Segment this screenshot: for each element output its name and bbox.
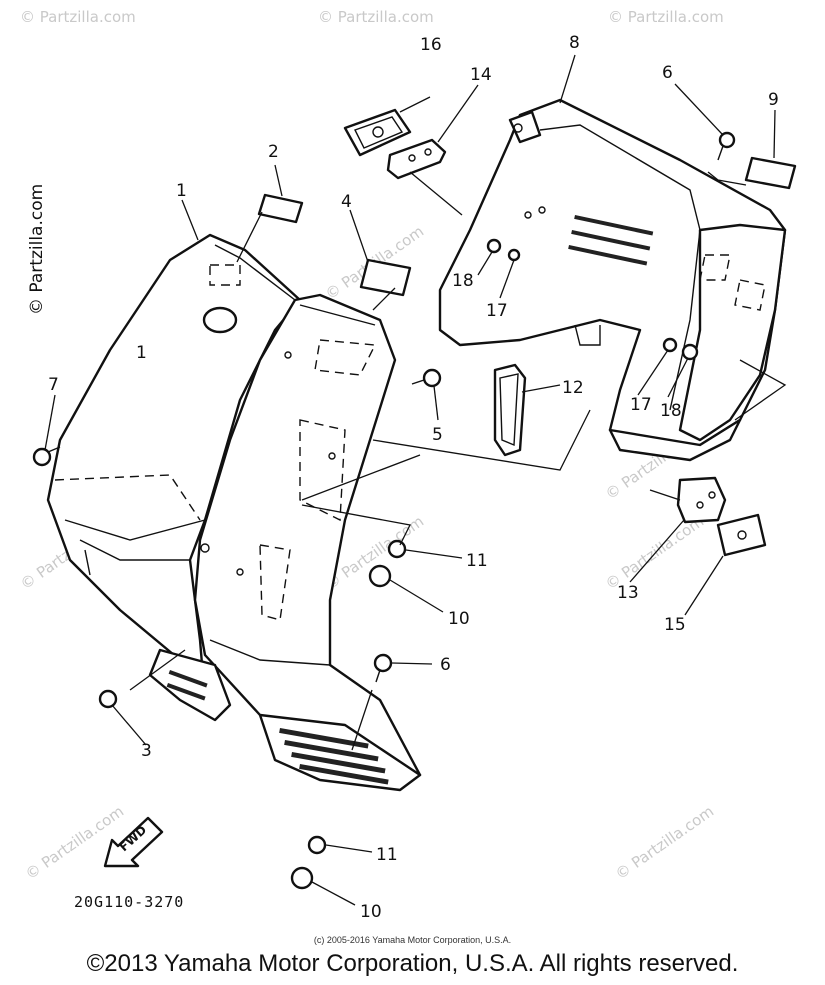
part-label: 6: [662, 63, 673, 83]
part-label: 10: [360, 902, 382, 922]
part-label: 18: [452, 271, 474, 291]
plate-part-15: [716, 513, 767, 557]
plate-part-16: [343, 108, 412, 157]
part-label: 17: [486, 301, 508, 321]
nut-part-10-bottom: [290, 866, 314, 890]
part-label: 12: [562, 378, 584, 398]
part-label: 13: [617, 583, 639, 603]
bracket-part-13: [676, 476, 727, 524]
bolt-part-7: [32, 446, 61, 467]
part-numbers: 1 1 2 3 4 5 6 6 7 8 9 10 10 11 11 12 13 …: [48, 33, 779, 922]
watermark: © Partzilla.com: [318, 8, 434, 26]
part-label: 11: [376, 845, 398, 865]
part-label: 18: [660, 401, 682, 421]
bracket-part-14: [386, 138, 447, 180]
rear-cover: [438, 98, 787, 462]
watermark: © Partzilla.com: [602, 512, 707, 593]
part-label: 5: [432, 425, 443, 445]
watermark: © Partzilla.com: [20, 8, 136, 26]
collar-part-3: [98, 689, 118, 709]
label-part-4: [359, 258, 412, 297]
part-label: 11: [466, 551, 488, 571]
watermark: © Partzilla.com: [608, 8, 724, 26]
part-label: 4: [341, 192, 352, 212]
washer-part-11-bottom: [307, 835, 327, 855]
part-label: 15: [664, 615, 686, 635]
part-label: 1: [136, 343, 147, 363]
part-label: 6: [440, 655, 451, 675]
part-label: 3: [141, 741, 152, 761]
leader-lines: [44, 54, 787, 906]
diagram-code: 20G110-3270: [74, 893, 184, 911]
part-label: 9: [768, 90, 779, 110]
bolt-part-5: [411, 368, 442, 388]
washer-part-11-top: [387, 539, 407, 559]
watermark-vertical: © Partzilla.com: [27, 184, 47, 315]
part-label: 7: [48, 375, 59, 395]
part-label: 16: [420, 35, 442, 55]
part-label: 1: [176, 181, 187, 201]
part-label: 17: [630, 395, 652, 415]
bracket-part-12: [493, 363, 527, 457]
bolt-part-6-top: [717, 131, 736, 161]
fine-copyright: (c) 2005-2016 Yamaha Motor Corporation, …: [313, 935, 512, 945]
part-label: 8: [569, 33, 580, 53]
watermark: © Partzilla.com: [612, 802, 717, 883]
bolt-part-6-mid: [373, 653, 393, 683]
label-part-9: [744, 156, 797, 190]
part-label: 2: [268, 142, 279, 162]
leg-shield-front-panel: [148, 293, 422, 792]
part-label: 10: [448, 609, 470, 629]
main-copyright: ©2013 Yamaha Motor Corporation, U.S.A. A…: [86, 950, 739, 977]
part-label: 14: [470, 65, 492, 85]
nut-part-10-top: [368, 564, 392, 588]
label-part-2: [257, 193, 304, 224]
